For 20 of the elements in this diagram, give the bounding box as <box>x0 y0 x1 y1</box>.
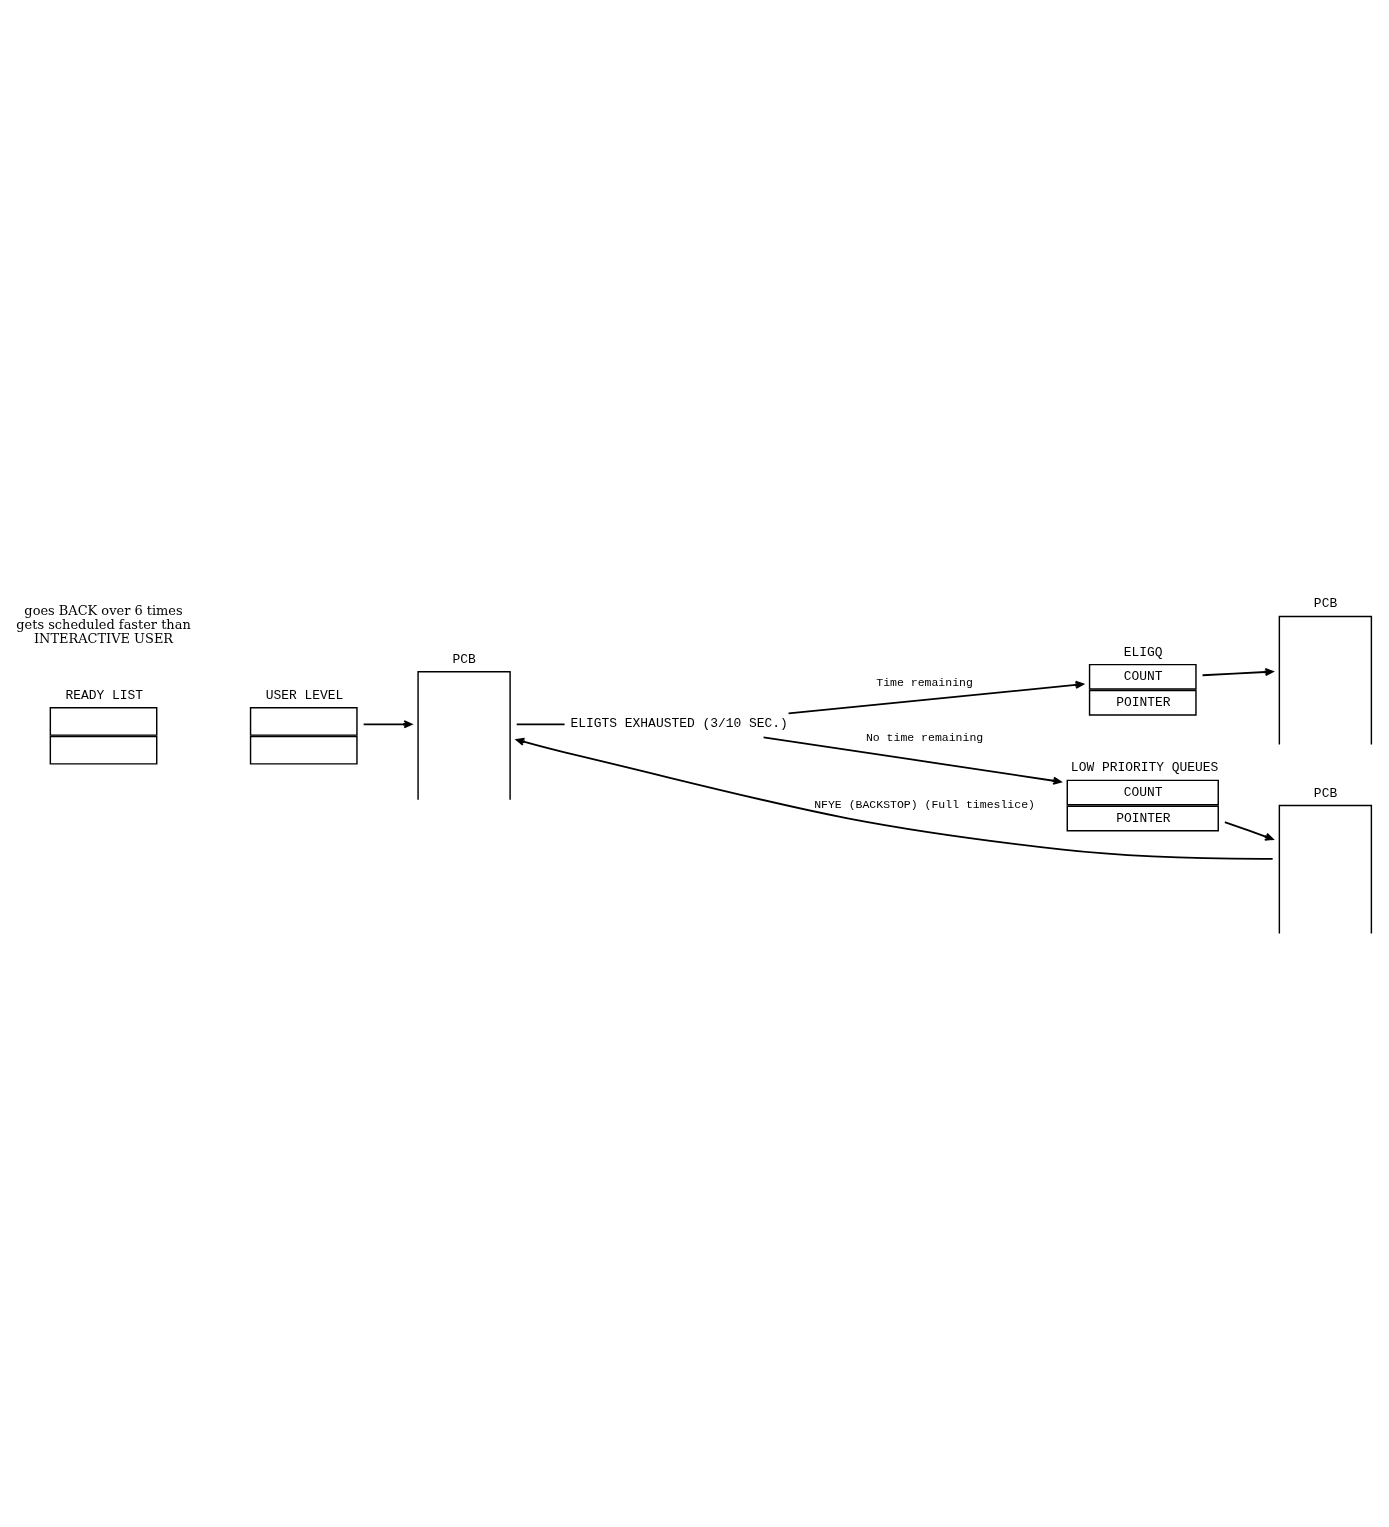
node-label: READY LIST <box>65 687 144 703</box>
label: goes BACK over 6 times <box>24 602 183 618</box>
node-text: ELIGTS EXHAUSTED (3/10 SEC.) <box>570 716 788 732</box>
arrow <box>1223 821 1274 841</box>
arrow <box>762 736 1062 785</box>
node-text: PCB <box>1313 596 1338 612</box>
node-label: LOW PRIORITY QUEUES <box>1070 760 1219 776</box>
node-text: PCB <box>452 651 476 667</box>
edge-label: No time remaining <box>865 731 984 745</box>
node-text: PCB <box>1313 785 1338 801</box>
connector <box>515 723 566 726</box>
edge-label: Time remaining <box>876 676 973 690</box>
arrow <box>787 680 1084 715</box>
arrow <box>515 737 1274 860</box>
label: INTERACTIVE USER <box>33 631 174 647</box>
edge-label: NFYE (BACKSTOP) (Full timeslice) <box>814 797 1035 811</box>
arrow <box>1201 667 1274 677</box>
node-label: USER LEVEL <box>265 687 344 703</box>
node-label: ELIGQ <box>1123 644 1163 660</box>
arrow <box>362 720 413 729</box>
